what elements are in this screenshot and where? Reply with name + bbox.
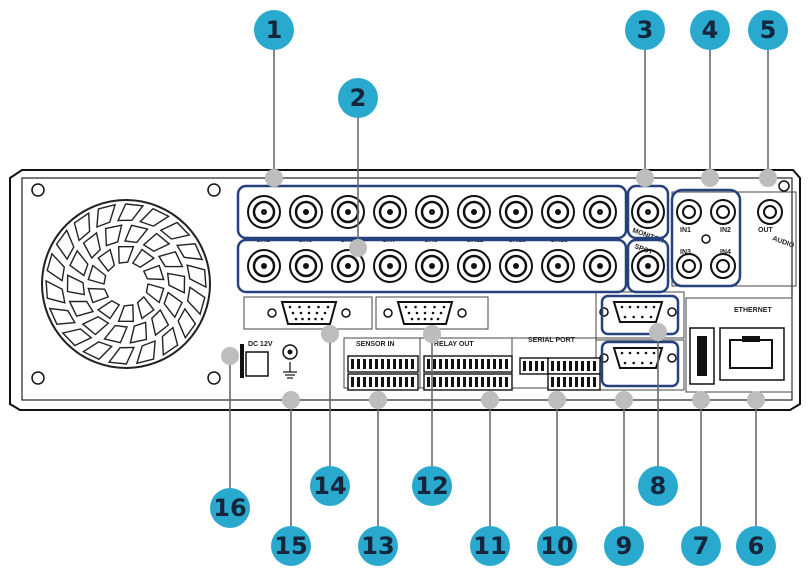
bnc-connector-icon xyxy=(248,196,280,228)
leader-end-dot xyxy=(369,391,387,409)
callout-number: 3 xyxy=(637,16,654,44)
relay-out-terminal xyxy=(424,356,512,372)
rca-jack-icon xyxy=(677,254,701,278)
callout-number: 8 xyxy=(650,472,667,500)
leader-end-dot xyxy=(265,169,283,187)
callout-13: 13 xyxy=(358,526,398,566)
bnc-connector-icon xyxy=(500,196,532,228)
leader-end-dot xyxy=(747,391,765,409)
rca-jack-icon xyxy=(677,200,701,224)
sensor-in-terminal xyxy=(348,356,418,372)
audio-in-label: IN2 xyxy=(720,227,731,234)
callout-number: 4 xyxy=(702,16,719,44)
callout-7: 7 xyxy=(681,526,721,566)
serial-port-label: SERIAL PORT xyxy=(528,337,576,344)
callout-10: 10 xyxy=(537,526,577,566)
leader-end-dot xyxy=(615,391,633,409)
callout-number: 10 xyxy=(540,532,573,560)
leader-end-dot xyxy=(423,325,441,343)
callout-9: 9 xyxy=(604,526,644,566)
callout-2: 2 xyxy=(338,78,378,118)
power-label: DC 12V xyxy=(248,341,273,348)
callout-number: 14 xyxy=(313,472,346,500)
bnc-connector-icon xyxy=(416,196,448,228)
relay-out-label: RELAY OUT xyxy=(434,341,474,348)
leader-end-dot xyxy=(548,391,566,409)
bnc-connector-icon xyxy=(248,250,280,282)
leader-end-dot xyxy=(701,169,719,187)
leader-end-dot xyxy=(221,347,239,365)
screw-icon xyxy=(208,184,220,196)
bnc-connector-icon xyxy=(542,250,574,282)
leader-end-dot xyxy=(349,239,367,257)
callout-number: 16 xyxy=(213,494,246,522)
sensor-in-terminal xyxy=(348,374,418,390)
bnc-connector-icon xyxy=(332,196,364,228)
callout-number: 15 xyxy=(274,532,307,560)
serial-terminal xyxy=(520,358,548,374)
bnc-connector-icon xyxy=(416,250,448,282)
sensor-in-label: SENSOR IN xyxy=(356,341,395,348)
callout-15: 15 xyxy=(271,526,311,566)
callout-4: 4 xyxy=(690,10,730,50)
leader-end-dot xyxy=(649,323,667,341)
callout-number: 2 xyxy=(350,84,367,112)
bnc-connector-icon xyxy=(632,196,664,228)
callout-number: 5 xyxy=(760,16,777,44)
screw-icon xyxy=(208,372,220,384)
callout-3: 3 xyxy=(625,10,665,50)
callout-11: 11 xyxy=(470,526,510,566)
bnc-connector-icon xyxy=(290,250,322,282)
bnc-connector-icon xyxy=(542,196,574,228)
bnc-connector-icon xyxy=(584,196,616,228)
screw-icon xyxy=(32,184,44,196)
screw-icon xyxy=(702,235,710,243)
bnc-connector-icon xyxy=(374,196,406,228)
callout-number: 11 xyxy=(473,532,506,560)
rca-jack-icon xyxy=(711,254,735,278)
screw-icon xyxy=(779,181,789,191)
audio-in-label: IN1 xyxy=(680,227,691,234)
callout-1: 1 xyxy=(254,10,294,50)
relay-out-terminal xyxy=(424,374,512,390)
bnc-connector-icon xyxy=(500,250,532,282)
callout-12: 12 xyxy=(412,466,452,506)
leader-end-dot xyxy=(321,325,339,343)
callout-number: 7 xyxy=(693,532,710,560)
callout-number: 12 xyxy=(415,472,448,500)
leader-end-dot xyxy=(282,391,300,409)
bnc-connector-icon xyxy=(458,196,490,228)
callout-number: 13 xyxy=(361,532,394,560)
ethernet-label: ETHERNET xyxy=(734,307,772,314)
leader-end-dot xyxy=(759,169,777,187)
bnc-connector-icon xyxy=(584,250,616,282)
callout-number: 9 xyxy=(616,532,633,560)
rca-jack-icon xyxy=(711,200,735,224)
serial-terminal xyxy=(548,358,600,374)
leader-end-dot xyxy=(692,391,710,409)
bnc-connector-icon xyxy=(374,250,406,282)
leader-end-dot xyxy=(481,391,499,409)
callout-5: 5 xyxy=(748,10,788,50)
callout-16: 16 xyxy=(210,488,250,528)
bnc-connector-icon xyxy=(458,250,490,282)
callout-14: 14 xyxy=(310,466,350,506)
audio-in-label: IN4 xyxy=(720,249,731,256)
callout-number: 6 xyxy=(748,532,765,560)
rca-jack-icon xyxy=(758,200,782,224)
screw-icon xyxy=(32,372,44,384)
audio-out-label: OUT xyxy=(758,227,774,234)
callout-number: 1 xyxy=(266,16,283,44)
callout-6: 6 xyxy=(736,526,776,566)
audio-in-label: IN3 xyxy=(680,249,691,256)
serial-terminal xyxy=(548,374,600,390)
callout-8: 8 xyxy=(638,466,678,506)
bnc-connector-icon xyxy=(290,196,322,228)
leader-end-dot xyxy=(636,169,654,187)
